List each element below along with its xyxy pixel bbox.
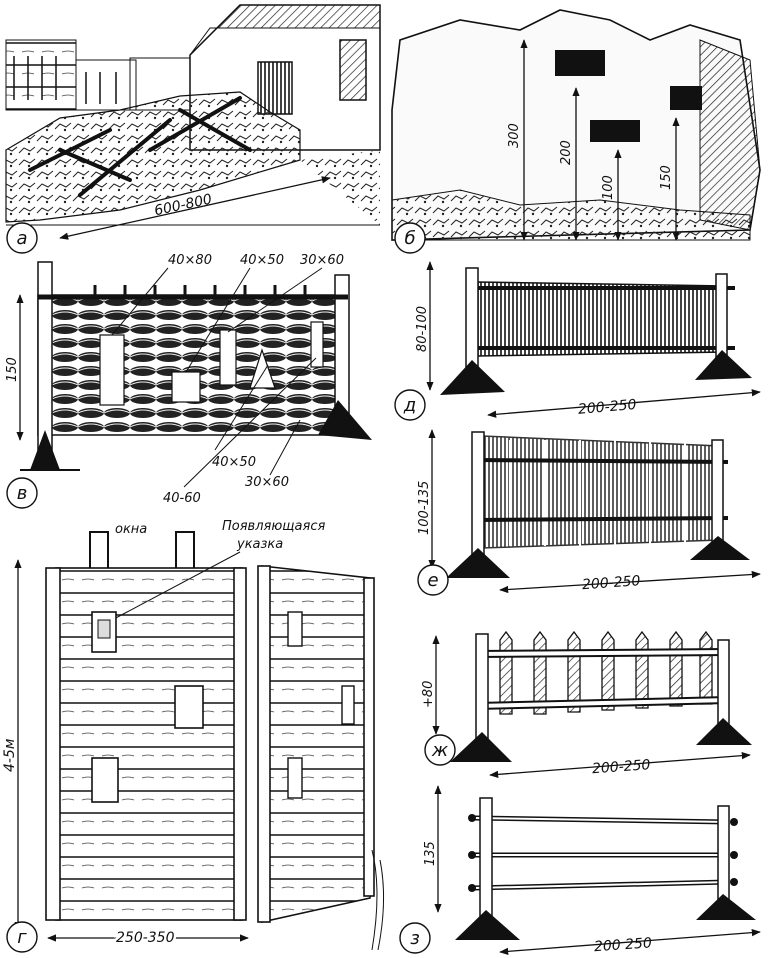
panel-g-letter: г — [17, 927, 27, 948]
panel-b-height-2: 200 — [559, 140, 574, 165]
panel-v-opening-1: 40×80 — [168, 253, 212, 268]
panel-zh-width: 200-250 — [591, 757, 651, 777]
panel-d-brush-hurdle: 80-100 200-250 д — [394, 261, 761, 421]
panel-zh-letter: ж — [431, 740, 449, 761]
panel-v-opening-5: 40-60 — [163, 491, 201, 506]
panel-g-marker — [6, 921, 38, 953]
panel-b-height-1: 300 — [507, 123, 522, 148]
panel-v-opening-3: 30×60 — [300, 253, 344, 268]
panel-d-letter: д — [403, 395, 416, 416]
panel-e-height: 100-135 — [417, 481, 432, 535]
panel-d-width: 200-250 — [577, 397, 637, 418]
panel-v-marker — [6, 477, 38, 509]
panel-g-pointer-label-2: указка — [236, 537, 283, 552]
panel-d-marker — [394, 389, 426, 421]
panel-v-letter: в — [17, 483, 28, 504]
panel-b-height-3: 100 — [601, 175, 616, 200]
panel-a-marker — [6, 222, 38, 254]
panel-g-width: 250-350 — [116, 930, 175, 946]
panel-b-ruined-wall: 300 200 100 150 б — [391, 9, 761, 254]
panel-z-height: 135 — [423, 841, 438, 866]
panel-v-opening-6: 30×60 — [245, 475, 289, 490]
panel-v-opening-2: 40×50 — [240, 253, 284, 268]
panel-z-letter: з — [410, 928, 420, 949]
panel-a-barricade-street: 600-800 а — [5, 4, 381, 254]
panel-z-rail-hurdle: 135 200 250 з — [399, 785, 761, 955]
panel-d-height: 80-100 — [415, 306, 430, 352]
panel-b-letter: б — [404, 228, 415, 249]
panel-e-width: 200-250 — [581, 573, 641, 593]
panel-v-opening-4: 40×50 — [212, 455, 256, 470]
panel-g-height: 4-5м — [2, 738, 18, 772]
panel-e-marker — [417, 564, 449, 596]
panel-g-window-label: окна — [115, 522, 147, 537]
panel-zh-height: +80 — [421, 681, 436, 708]
panel-b-height-4: 150 — [659, 165, 674, 190]
panel-e-letter: е — [427, 570, 438, 591]
panel-e-board-fence: 100-135 200-250 е — [417, 429, 761, 596]
panel-v-height: 150 — [5, 357, 20, 382]
panel-b-marker — [394, 222, 426, 254]
panel-z-width: 200 250 — [593, 935, 652, 955]
panel-a-letter: а — [16, 228, 27, 249]
panel-z-marker — [399, 922, 431, 954]
panel-zh-marker — [424, 734, 456, 766]
panel-g-tall-wall: окна Появляющаяся указка 4-5м 250-350 г — [2, 519, 385, 953]
panel-v-wicker-wall: 40×80 40×50 30×60 40×50 40-60 30×60 150 … — [5, 253, 372, 509]
panel-g-pointer-label-1: Появляющаяся — [222, 519, 325, 534]
panel-zh-picket-fence: +80 200-250 ж — [421, 630, 752, 779]
